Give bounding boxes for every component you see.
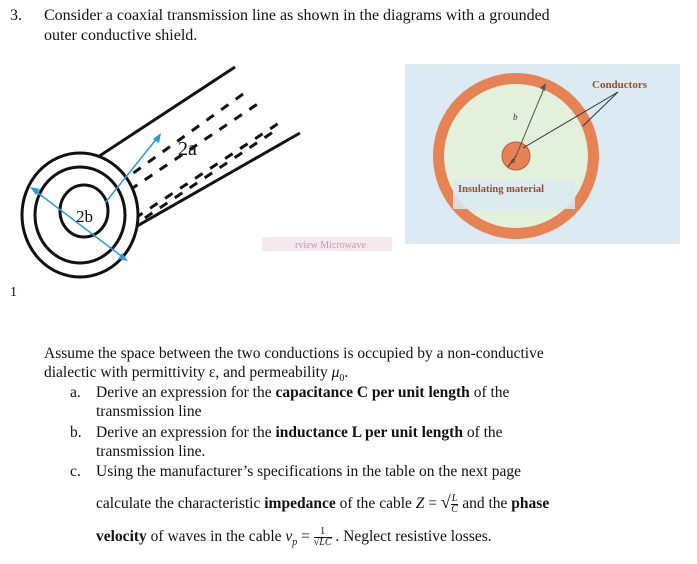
watermark-text: rview Microwave [295,240,366,251]
vp-subscript: p [292,537,298,549]
sqrt-sign: √ [440,492,451,512]
item-c-line3: velocity of waves in the cable vp = 1√LC… [96,526,676,552]
mu-subscript: 0 [339,373,345,385]
list-item-c: c. Using the manufacturer’s specificatio… [70,462,680,557]
question-heading: 3. Consider a coaxial transmission line a… [10,6,670,46]
item-c-line1: Using the manufacturer’s specifications … [96,463,521,480]
coax-cross-section-diagram: b a Conductors Insulating material [405,64,680,244]
label-2a: 2a [178,138,197,160]
frac-l: L [450,492,459,505]
item-c-impedance: impedance [264,495,336,512]
item-a-label: a. [70,384,81,401]
list-item-a: a. Derive an expression for the capacita… [70,383,670,423]
item-c-phase: phase [511,495,550,512]
mu-symbol: μ [331,364,340,381]
frac-c: C [451,503,458,515]
question-number: 3. [10,7,22,24]
item-c-and: and the [458,495,512,512]
item-b-post: of the [462,424,503,441]
item-a-line2: transmission line [96,403,202,420]
item-b-bold: inductance L per unit length [275,424,463,441]
vp-equals: = [297,528,314,545]
z-symbol: Z [415,495,425,512]
item-b-label: b. [70,424,82,441]
frac-sqrt-lc: √LC [313,536,332,548]
item-c-line2: calculate the characteristic impedance o… [96,493,676,515]
item-c-label: c. [70,463,81,480]
item-b-line2: transmission line. [96,443,206,460]
item-b-pre: Derive an expression for the [96,424,276,441]
label-b: b [513,112,518,122]
list-item-b: b. Derive an expression for the inductan… [70,423,670,463]
label-2b: 2b [76,207,93,226]
vp-symbol: v [285,528,293,545]
para-end: . [344,364,349,381]
item-c-velocity: velocity [96,528,147,545]
label-a: a [511,156,515,165]
para-line1: Assume the space between the two conduct… [44,345,544,362]
question-title-line1: Consider a coaxial transmission line as … [44,7,550,24]
one-over-sqrt-lc-fraction: 1√LC [313,526,332,548]
insulating-label: Insulating material [458,184,544,195]
conductors-label: Conductors [592,79,648,91]
question-title-line2: outer conductive shield. [44,27,198,44]
frac-one: 1 [313,526,332,538]
para-line2: dialectic with permittivity ε, and perme… [44,363,664,388]
para-line2-text: dialectic with permittivity ε, and perme… [44,364,332,381]
question-paragraph: Assume the space between the two conduct… [44,344,664,388]
z-equals: = [424,495,441,512]
item-c-line3-mid: of waves in the cable [146,528,286,545]
item-c-line2-pre: calculate the characteristic [96,495,265,512]
item-c-line2-mid: of the cable [335,495,416,512]
coax-cylinder-diagram: 2a 2b rview Microwave [20,65,392,279]
item-c-line3-end: . Neglect resistive losses. [331,528,492,545]
item-a-post: of the [469,384,510,401]
item-a-pre: Derive an expression for the [96,384,276,401]
figure-number: 1 [10,285,17,300]
item-a-bold: capacitance C per unit length [275,384,470,401]
